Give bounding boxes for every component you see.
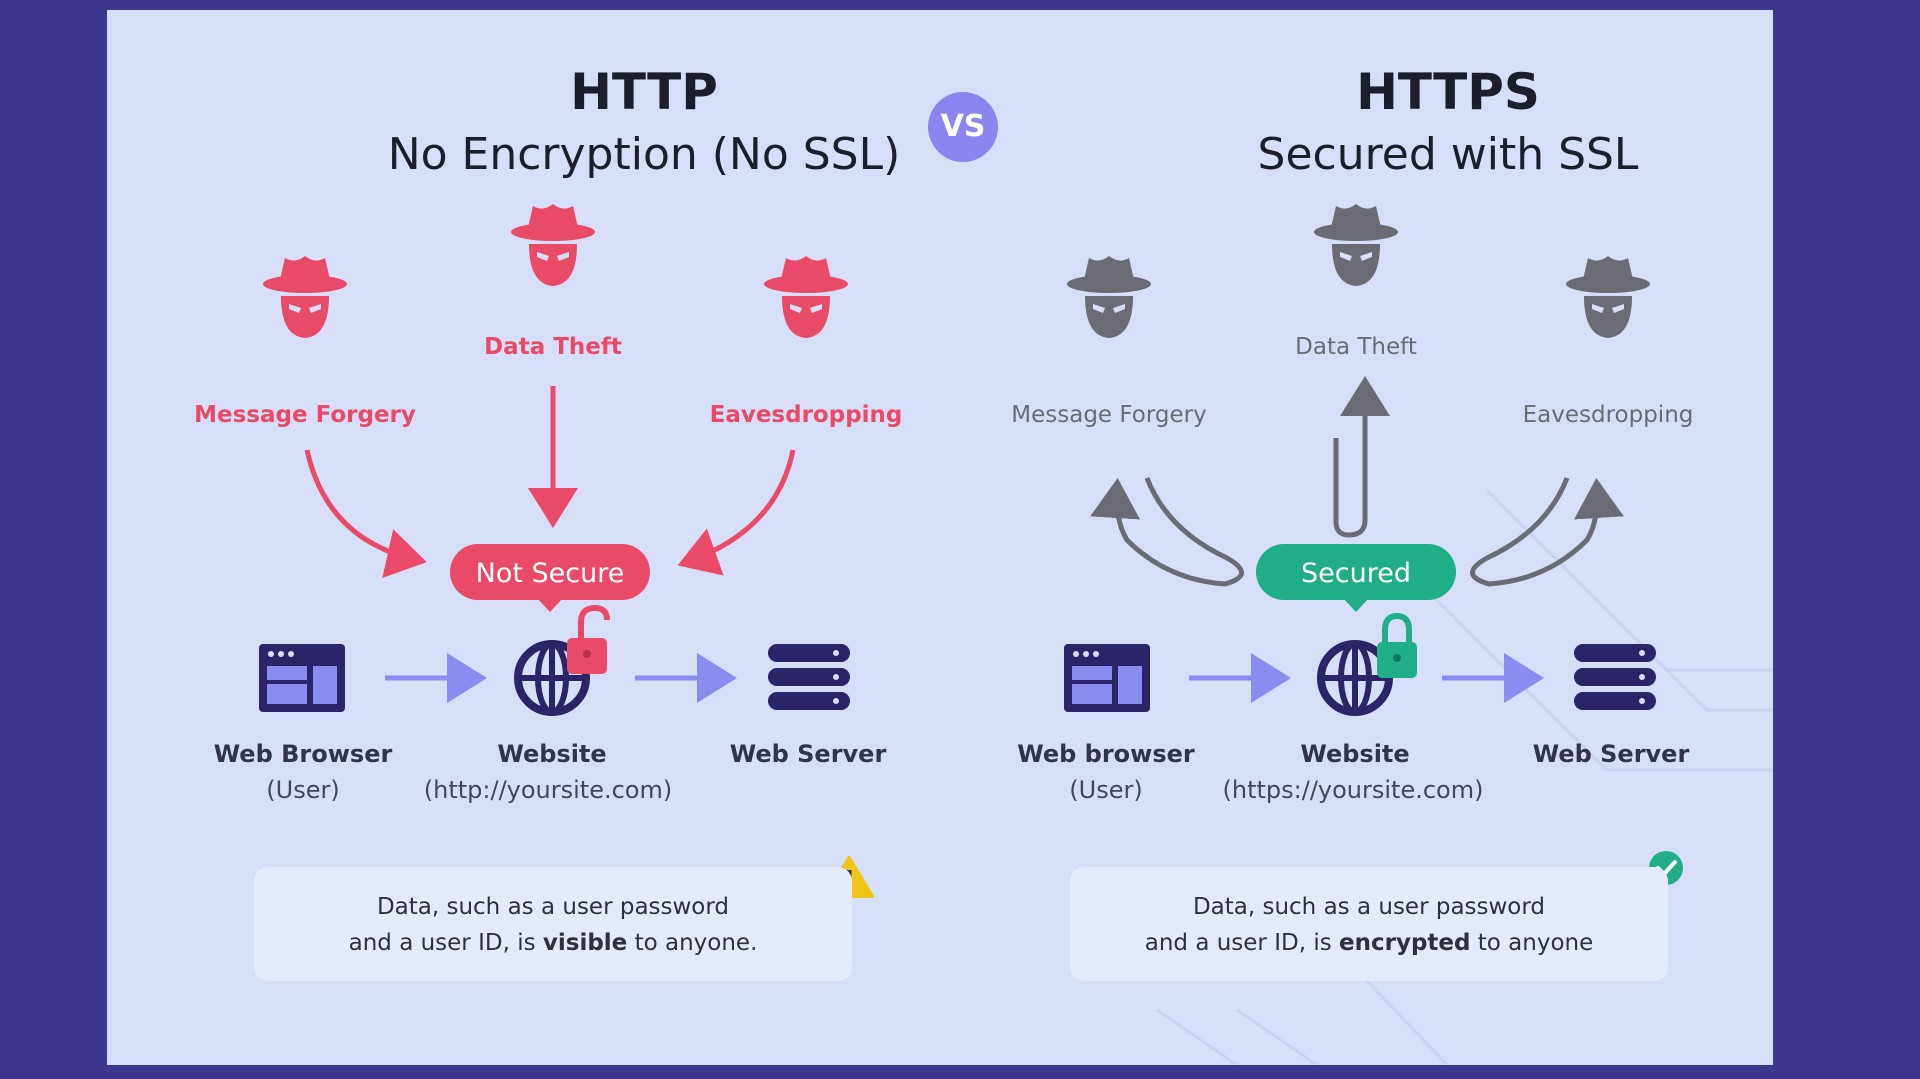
not-secure-label: Not Secure xyxy=(476,558,625,589)
https-node-website-label: Website xyxy=(1300,740,1409,768)
deflect-arrow-theft xyxy=(1336,386,1365,538)
hacker-icon xyxy=(764,256,848,338)
https-node-browser-sub: (User) xyxy=(1069,776,1142,804)
https-title: HTTPS xyxy=(1356,63,1540,121)
http-node-browser-sub: (User) xyxy=(266,776,339,804)
http-threat-label-eavesdropping: Eavesdropping xyxy=(710,402,903,428)
http-title: HTTP xyxy=(570,63,718,121)
https-threat-label-message-forgery: Message Forgery xyxy=(1011,402,1206,428)
http-threats: Message Forgery Data Theft Eavesdropping xyxy=(194,204,902,428)
https-threat-label-eavesdropping: Eavesdropping xyxy=(1523,402,1694,428)
hacker-icon xyxy=(263,256,347,338)
http-node-website-url: (http://yoursite.com) xyxy=(424,776,672,804)
comparison-diagram: Message Forgery Data Theft Eavesdropping… xyxy=(194,204,1693,898)
server-stack-icon xyxy=(768,644,850,710)
hacker-icon xyxy=(1067,256,1151,338)
https-note-line2: and a user ID, is encrypted to anyone xyxy=(1070,925,1668,961)
server-stack-icon xyxy=(1574,644,1656,710)
https-threat-label-data-theft: Data Theft xyxy=(1295,334,1417,360)
arrow-eavesdrop-to-site xyxy=(677,449,796,576)
http-note: Data, such as a user password and a user… xyxy=(254,867,852,981)
deflect-arrow-forgery xyxy=(1090,477,1244,587)
http-node-website-label: Website xyxy=(497,740,606,768)
http-threat-label-data-theft: Data Theft xyxy=(484,334,622,360)
arrow-forgery-to-site xyxy=(304,449,427,578)
circuit-decoration xyxy=(1156,488,1773,1065)
secured-label: Secured xyxy=(1301,558,1411,589)
https-deflection-arrows xyxy=(1090,386,1624,587)
https-note-pre: and a user ID, is xyxy=(1144,930,1339,956)
http-node-browser-label: Web Browser xyxy=(214,740,393,768)
hacker-icon xyxy=(1566,256,1650,338)
https-note-post: to anyone xyxy=(1470,930,1594,956)
https-heading: HTTPS Secured with SSL xyxy=(1098,62,1773,188)
http-note-emphasis: visible xyxy=(542,930,628,956)
hacker-icon xyxy=(511,204,595,286)
http-attack-arrows xyxy=(304,386,796,578)
http-node-server-label: Web Server xyxy=(730,740,887,768)
https-note: Data, such as a user password and a user… xyxy=(1070,867,1668,981)
globe-icon xyxy=(1317,640,1393,716)
browser-window-icon xyxy=(1064,644,1150,712)
unlocked-padlock-icon xyxy=(567,604,610,674)
http-note-line2: and a user ID, is visible to anyone. xyxy=(254,925,852,961)
http-note-pre: and a user ID, is xyxy=(348,930,543,956)
http-note-line1: Data, such as a user password xyxy=(376,894,730,920)
https-threats: Message Forgery Data Theft Eavesdropping xyxy=(1011,204,1693,428)
http-subtitle: No Encryption (No SSL) xyxy=(387,129,901,180)
hacker-icon xyxy=(1314,204,1398,286)
vs-badge: VS xyxy=(928,92,998,162)
http-threat-label-message-forgery: Message Forgery xyxy=(194,402,416,428)
https-node-website-url: (https://yoursite.com) xyxy=(1223,776,1484,804)
https-node-browser-label: Web browser xyxy=(1017,740,1195,768)
not-secure-pill: Not Secure xyxy=(450,544,650,612)
https-subtitle: Secured with SSL xyxy=(1257,129,1639,180)
https-note-emphasis: encrypted xyxy=(1339,930,1471,956)
deflect-arrow-eavesdrop xyxy=(1470,477,1624,587)
browser-window-icon xyxy=(259,644,345,712)
secured-pill: Secured xyxy=(1256,544,1456,612)
comparison-panel: HTTP No Encryption (No SSL) HTTPS Secure… xyxy=(107,10,1773,1065)
http-note-post: to anyone. xyxy=(627,930,758,956)
https-note-line1: Data, such as a user password xyxy=(1192,894,1546,920)
http-heading: HTTP No Encryption (No SSL) xyxy=(294,62,994,188)
https-node-server-label: Web Server xyxy=(1533,740,1690,768)
locked-padlock-icon xyxy=(1377,612,1417,678)
